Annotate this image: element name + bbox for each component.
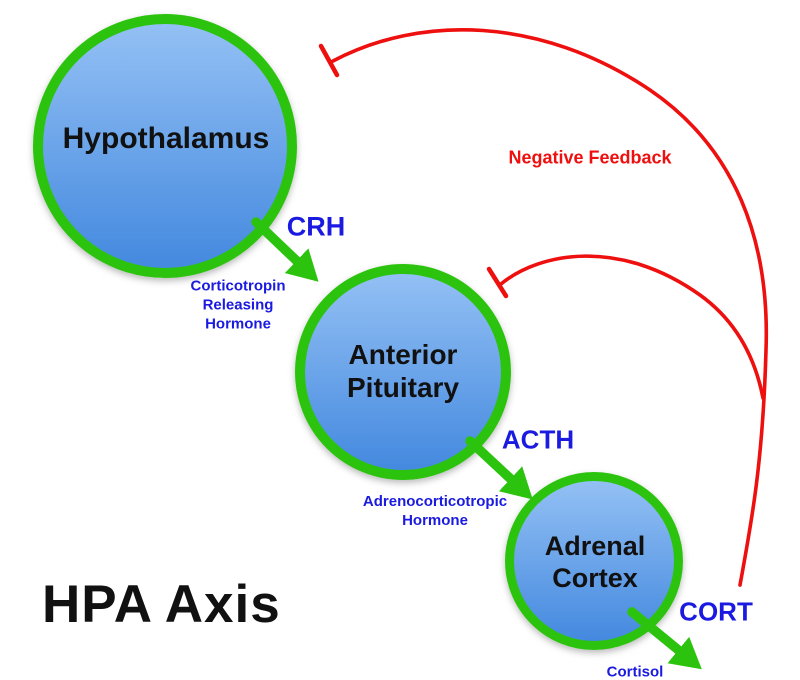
label-adrenal-cortex: Adrenal Cortex (545, 530, 646, 594)
inhibition-tbar-hypothalamus (318, 43, 340, 78)
label-adrenal-cortex-line1: Adrenal (544, 531, 646, 561)
node-hypothalamus (33, 14, 297, 278)
label-adrenal-cortex-line2: Cortex (552, 563, 638, 593)
label-crh-full-line2: Releasing (202, 296, 274, 314)
inhibition-tbar-pituitary (486, 266, 509, 299)
label-hypothalamus: Hypothalamus (62, 122, 270, 155)
diagram-title: HPA Axis (42, 575, 281, 634)
label-crh-abbr: CRH (286, 211, 346, 242)
label-cortisol: Cortisol (606, 663, 664, 680)
label-acth-full-name: Adrenocorticotropic Hormone (363, 492, 507, 530)
label-anterior-pituitary-line1: Anterior (348, 339, 458, 370)
label-crh-full-line3: Hormone (205, 315, 271, 333)
label-anterior-pituitary-line2: Pituitary (346, 372, 460, 403)
label-acth-abbr: ACTH (501, 424, 575, 455)
label-acth-full-line2: Hormone (402, 512, 468, 529)
label-acth-full-line1: Adrenocorticotropic (362, 493, 508, 510)
label-crh-full-name: Corticotropin Releasing Hormone (191, 277, 286, 334)
label-anterior-pituitary: Anterior Pituitary (347, 338, 459, 404)
label-negative-feedback: Negative Feedback (508, 147, 672, 168)
label-cort-abbr: CORT (679, 596, 753, 627)
negative-feedback-curve-to-pituitary (499, 254, 765, 400)
label-crh-full-line1: Corticotropin (190, 277, 286, 295)
